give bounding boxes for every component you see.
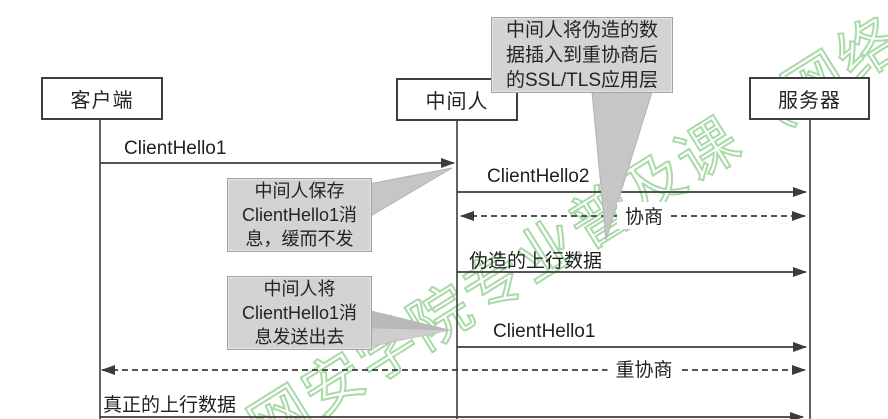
callout-tail-save (368, 167, 453, 218)
label-renegotiation: 重协商 (607, 355, 681, 382)
label-clienthello2: ClientHello2 (487, 166, 590, 187)
label-negotiation: 协商 (616, 202, 672, 229)
callout-tail-send-lower (368, 327, 452, 348)
callout-send-clienthello1: 中间人将 ClientHello1消 息发送出去 (227, 276, 372, 350)
label-forged-uplink: 伪造的上行数据 (469, 251, 603, 272)
callout-tail-send-upper (369, 310, 451, 334)
label-clienthello1: ClientHello1 (124, 138, 227, 159)
callout-insert-forged-data: 中间人将伪造的数 据插入到重协商后 的SSL/TLS应用层 (491, 17, 673, 93)
label-real-uplink: 真正的上行数据 (103, 395, 237, 416)
label-clienthello1-resend: ClientHello1 (493, 321, 596, 342)
callout-save-clienthello1: 中间人保存 ClientHello1消 息，缓而不发 (227, 178, 372, 252)
actor-client: 客户端 (41, 77, 163, 120)
actor-server: 服务器 (749, 77, 870, 120)
